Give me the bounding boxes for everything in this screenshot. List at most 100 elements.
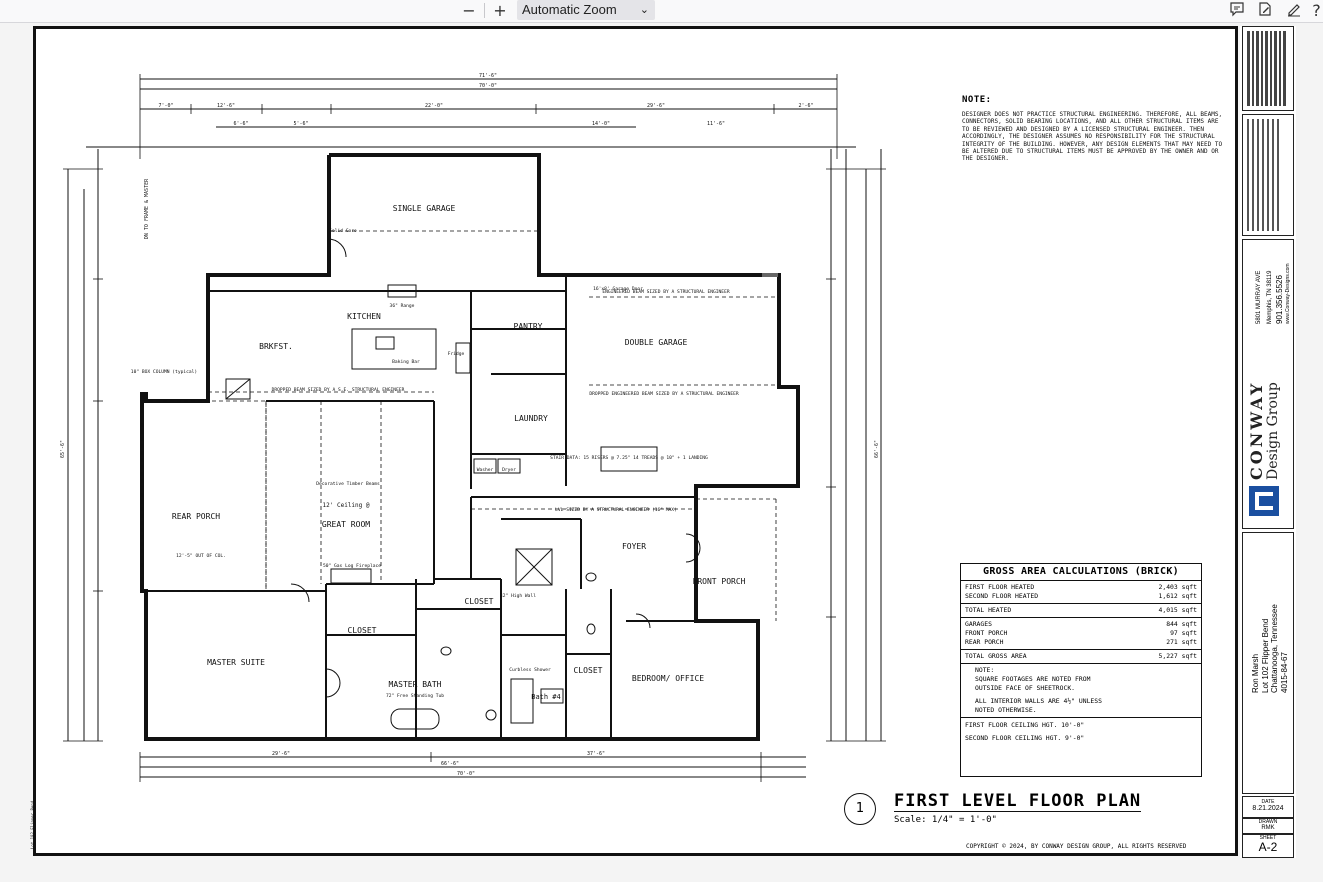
dim-d5: 2'-6"	[798, 103, 813, 109]
zoom-select[interactable]: Automatic Zoom ⌄	[517, 0, 655, 20]
more-button[interactable]: ?	[1310, 1, 1323, 20]
label-tub: 72" Free Standing Tub	[386, 693, 444, 699]
room-double-garage: DOUBLE GARAGE	[625, 338, 688, 347]
dim-bottom-1: 29'-6"	[272, 751, 290, 757]
date-value: 8.21.2024	[1252, 805, 1284, 812]
label-fridge: Fridge	[448, 351, 465, 357]
gross-area-title: GROSS AREA CALCULATIONS (BRICK)	[961, 564, 1201, 581]
edit-icon	[1259, 2, 1271, 16]
label-garage-door-1: 16'x8' Garage Door	[593, 286, 643, 292]
ceiling-first: FIRST FLOOR CEILING HGT. 10'-0"	[965, 721, 1085, 729]
company-box: CONWAY Design Group 5801 MURRAY AVE Memp…	[1242, 239, 1294, 529]
label-high-wall: 42" High Wall	[500, 593, 536, 599]
date-box: DATE 8.21.2024	[1242, 796, 1294, 818]
company-phone: 901.356.5526	[1275, 275, 1284, 324]
dim-left-1: 65'-6"	[60, 440, 66, 458]
room-closet-1: CLOSET	[348, 626, 377, 635]
dim-d9: 5'-6"	[293, 121, 308, 127]
draw-icon	[1288, 4, 1300, 17]
label-box-column: 10" BOX COLUMN (typical)	[131, 369, 197, 375]
company-name: CONWAY	[1247, 380, 1266, 480]
room-foyer: FOYER	[622, 542, 646, 551]
company-web: www.Conway-Designs.com	[1285, 263, 1291, 324]
label-dropped-beam: DROPPED BEAM SIZED BY A S.E. STRUCTURAL …	[272, 387, 405, 393]
title-sidebar: CONWAY Design Group 5801 MURRAY AVE Memp…	[1240, 26, 1296, 858]
copyright: COPYRIGHT © 2024, BY CONWAY DESIGN GROUP…	[966, 843, 1187, 850]
room-closet-3: CLOSET	[574, 666, 603, 675]
note-heading: NOTE:	[962, 95, 992, 105]
dim-d2: 12'-6"	[217, 103, 235, 109]
dim-bottom-3: 66'-6"	[441, 761, 459, 767]
label-dbl-pattern: DN TO FRAME & MASTER	[144, 178, 150, 239]
ceiling-heights: FIRST FLOOR CEILING HGT. 10'-0" SECOND F…	[961, 718, 1201, 743]
dim-bottom-4: 70'-0"	[457, 771, 475, 777]
company-city: Memphis, TN 38119	[1267, 270, 1273, 324]
label-washer: Washer	[477, 467, 494, 473]
label-engineered-beam: ENGINEERED BEAM SIZED BY A STRUCTURAL EN…	[602, 289, 729, 295]
gross-notes: NOTE: SQUARE FOOTAGES ARE NOTED FROM OUT…	[961, 664, 1201, 718]
client-name: Ron Marsh	[1251, 653, 1260, 693]
room-rear-porch: REAR PORCH	[172, 512, 220, 521]
fine-print-block	[1247, 31, 1286, 106]
label-dryer: Dryer	[502, 467, 516, 473]
label-dropped-engineered-beam: DROPPED ENGINEERED BEAM SIZED BY A STRUC…	[589, 391, 739, 397]
zoom-out-button[interactable]: −	[458, 1, 480, 20]
left-edge-tag: Lot 102 Flipper Bend	[30, 800, 35, 849]
zoom-value: Automatic Zoom	[522, 2, 617, 17]
room-laundry: LAUNDRY	[514, 414, 548, 423]
client-box: Ron Marsh Lot 102 Flipper Bend Chattanoo…	[1242, 532, 1294, 794]
drawn-box: DRAWN RMK	[1242, 818, 1294, 834]
dim-d4: 29'-6"	[647, 103, 665, 109]
dim-bottom-2: 37'-6"	[587, 751, 605, 757]
drawn-value: RMK	[1261, 825, 1275, 831]
room-single-garage: SINGLE GARAGE	[393, 204, 456, 213]
stamp-text-box	[1242, 26, 1294, 111]
dim-overall-2: 70'-0"	[479, 83, 497, 89]
label-solid-core: Solid Core	[329, 228, 357, 234]
great-room-note: 12' Ceiling @	[323, 502, 370, 509]
dim-right-1: 66'-6"	[874, 440, 880, 458]
comment-icon	[1230, 2, 1244, 17]
note-text: DESIGNER DOES NOT PRACTICE STRUCTURAL EN…	[962, 111, 1223, 163]
toolbar-separator	[484, 3, 485, 18]
sheet-box: SHEET A-2	[1242, 834, 1294, 858]
company-address: 5801 MURRAY AVE	[1256, 270, 1262, 324]
dim-d3: 22'-0"	[425, 103, 443, 109]
drawing-title: FIRST LEVEL FLOOR PLAN	[894, 791, 1142, 812]
label-timber-beams: Decorative Timber Beams	[316, 481, 380, 487]
sheet-value: A-2	[1258, 840, 1278, 854]
room-bedroom-office: BEDROOM/ OFFICE	[632, 674, 704, 683]
label-shower: Curbless Shower	[509, 667, 551, 673]
comment-button[interactable]	[1226, 1, 1248, 20]
dim-d8: 6'-6"	[233, 121, 248, 127]
room-brkfst: BRKFST.	[259, 342, 293, 351]
chevron-down-icon: ⌄	[639, 4, 649, 16]
zoom-in-button[interactable]: +	[489, 1, 511, 20]
floor-plan: SINGLE GARAGE KITCHEN PANTRY DOUBLE GARA…	[60, 73, 886, 782]
draw-button[interactable]	[1283, 1, 1305, 20]
minus-icon: −	[462, 0, 476, 20]
label-stair-data: STAIR DATA: 15 RISERS @ 7.25" 14 TREADS …	[550, 455, 708, 461]
room-master-bath: MASTER BATH	[389, 680, 442, 689]
label-range: 36" Range	[390, 303, 415, 309]
plus-icon: +	[493, 0, 507, 20]
room-bath4: Bath #4	[531, 693, 561, 701]
fine-print-block-2	[1247, 119, 1279, 231]
dim-overall-top: 71'-6"	[479, 73, 497, 79]
room-kitchen: KITCHEN	[347, 312, 381, 321]
dim-d6: 14'-0"	[592, 121, 610, 127]
drawing-scale: Scale: 1/4" = 1'-0"	[894, 815, 997, 825]
label-lvl: LVL SIZED BY A STRUCTURAL ENGINEER (16" …	[555, 507, 677, 513]
edit-button[interactable]	[1254, 1, 1276, 20]
label-out-of-col: 12'-5" OUT OF COL.	[176, 553, 226, 559]
room-closet-2: CLOSET	[465, 597, 494, 606]
room-pantry: PANTRY	[514, 322, 543, 331]
drawing-number: 1	[844, 793, 876, 825]
drawing-sheet: SINGLE GARAGE KITCHEN PANTRY DOUBLE GARA…	[30, 26, 1238, 856]
